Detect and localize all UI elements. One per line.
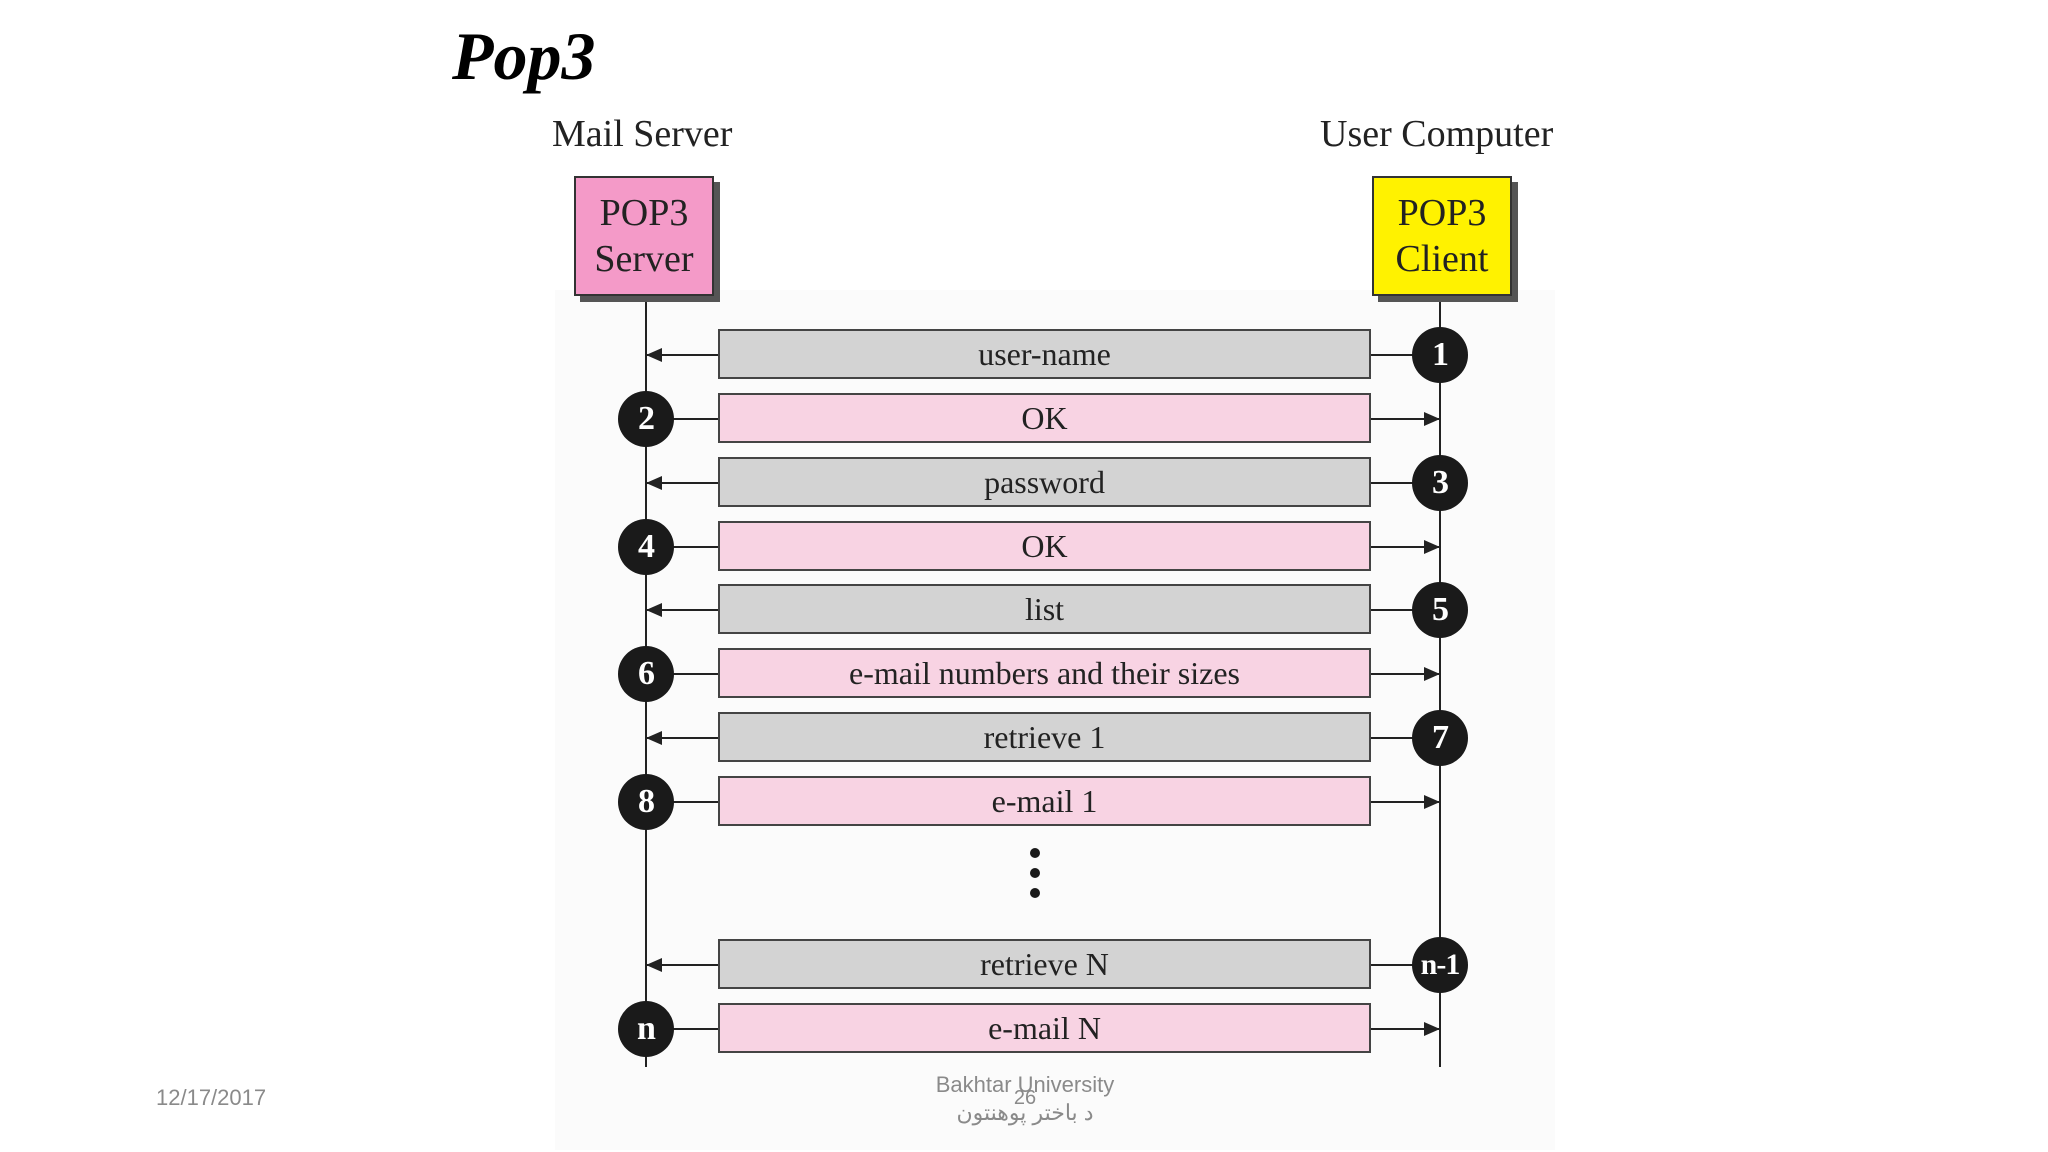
arrow-line — [1371, 482, 1440, 484]
arrow-line — [646, 482, 718, 484]
arrow-line — [646, 737, 718, 739]
pop3-client-line-2: Client — [1395, 238, 1489, 280]
arrow-line — [1371, 1028, 1440, 1030]
message-bar: e-mail numbers and their sizes — [718, 648, 1371, 698]
pop3-server-box: POP3 Server — [574, 176, 714, 296]
step-number-badge: 4 — [618, 519, 674, 575]
arrow-line — [646, 609, 718, 611]
arrow-line — [1371, 964, 1440, 966]
arrowhead-left-icon — [646, 476, 662, 490]
message-bar: user-name — [718, 329, 1371, 379]
institution-name-local: د باختر پوهنتون — [956, 1100, 1094, 1125]
pop3-client-box: POP3 Client — [1372, 176, 1512, 296]
step-number-badge: 6 — [618, 646, 674, 702]
arrowhead-left-icon — [646, 603, 662, 617]
ellipsis-dot-3 — [1030, 888, 1040, 898]
arrowhead-left-icon — [646, 348, 662, 362]
arrow-line — [646, 418, 718, 420]
arrow-line — [646, 546, 718, 548]
client-lifeline — [1439, 302, 1441, 1067]
arrow-line — [1371, 354, 1440, 356]
message-bar: e-mail N — [718, 1003, 1371, 1053]
arrowhead-right-icon — [1424, 667, 1440, 681]
pop3-client-line-1: POP3 — [1397, 192, 1487, 234]
arrowhead-left-icon — [646, 731, 662, 745]
institution-name: Bakhtar University — [935, 1072, 1115, 1097]
page-number: 26 — [1013, 1087, 1037, 1109]
arrow-line — [1371, 418, 1440, 420]
arrow-line — [1371, 737, 1440, 739]
step-number-badge: 8 — [618, 774, 674, 830]
step-number-badge: 2 — [618, 391, 674, 447]
arrow-line — [1371, 609, 1440, 611]
arrowhead-right-icon — [1424, 540, 1440, 554]
pop3-server-line-1: POP3 — [599, 192, 689, 234]
message-bar: retrieve 1 — [718, 712, 1371, 762]
arrowhead-left-icon — [646, 958, 662, 972]
step-number-badge: 7 — [1412, 710, 1468, 766]
step-number-badge: n — [618, 1001, 674, 1057]
footer-date: 12/17/2017 — [156, 1085, 267, 1110]
arrow-line — [1371, 546, 1440, 548]
step-number-badge: n-1 — [1412, 937, 1468, 993]
step-number-badge: 5 — [1412, 582, 1468, 638]
step-number-badge: 3 — [1412, 455, 1468, 511]
arrowhead-right-icon — [1424, 1022, 1440, 1036]
pop3-server-line-2: Server — [594, 238, 694, 280]
arrow-line — [646, 673, 718, 675]
arrowhead-right-icon — [1424, 795, 1440, 809]
arrow-line — [646, 1028, 718, 1030]
ellipsis-dot-1 — [1030, 848, 1040, 858]
message-bar: list — [718, 584, 1371, 634]
arrow-line — [1371, 801, 1440, 803]
message-bar: password — [718, 457, 1371, 507]
ellipsis-dot-2 — [1030, 868, 1040, 878]
message-bar: e-mail 1 — [718, 776, 1371, 826]
message-bar: retrieve N — [718, 939, 1371, 989]
arrow-line — [1371, 673, 1440, 675]
message-bar: OK — [718, 521, 1371, 571]
arrow-line — [646, 801, 718, 803]
arrow-line — [646, 354, 718, 356]
slide-title: Pop3 — [452, 18, 596, 94]
arrowhead-right-icon — [1424, 412, 1440, 426]
arrow-line — [646, 964, 718, 966]
step-number-badge: 1 — [1412, 327, 1468, 383]
footer-institution: Bakhtar University د باختر پوهنتون — [860, 1071, 1190, 1127]
message-bar: OK — [718, 393, 1371, 443]
mail-server-label: Mail Server — [552, 113, 733, 155]
user-computer-label: User Computer — [1320, 113, 1554, 155]
